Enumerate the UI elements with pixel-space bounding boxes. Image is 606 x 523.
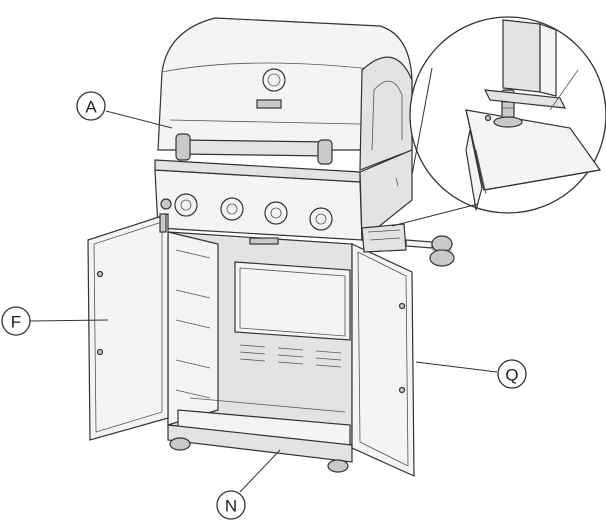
igniter-button [160,198,172,210]
grill-lid [157,17,413,171]
callout-q: Q [415,359,527,389]
thermometer-icon [262,68,286,92]
callout-a: A [76,91,173,129]
gas-regulator [361,223,455,267]
callout-n: N [216,449,281,520]
burner-knob-2 [220,197,244,221]
callout-n-label: N [225,497,237,516]
cabinet-body [167,231,353,473]
right-door [351,243,415,477]
callout-f: F [1,306,109,336]
lid-handle [175,133,333,165]
control-panel [154,159,363,241]
callout-f-label: F [11,313,21,332]
brand-badge [256,99,282,109]
left-door [87,213,169,441]
callout-a-label: A [85,98,97,117]
burner-knob-1 [174,193,198,217]
detail-magnifier [409,16,606,214]
caster-left [169,437,191,451]
callout-q-label: Q [505,366,518,385]
magnifier-connector-bottom [391,203,479,227]
burner-knob-4 [309,207,333,231]
magnifier-connector-top [411,67,433,176]
caster-right [327,459,349,473]
burner-knob-3 [264,201,288,225]
